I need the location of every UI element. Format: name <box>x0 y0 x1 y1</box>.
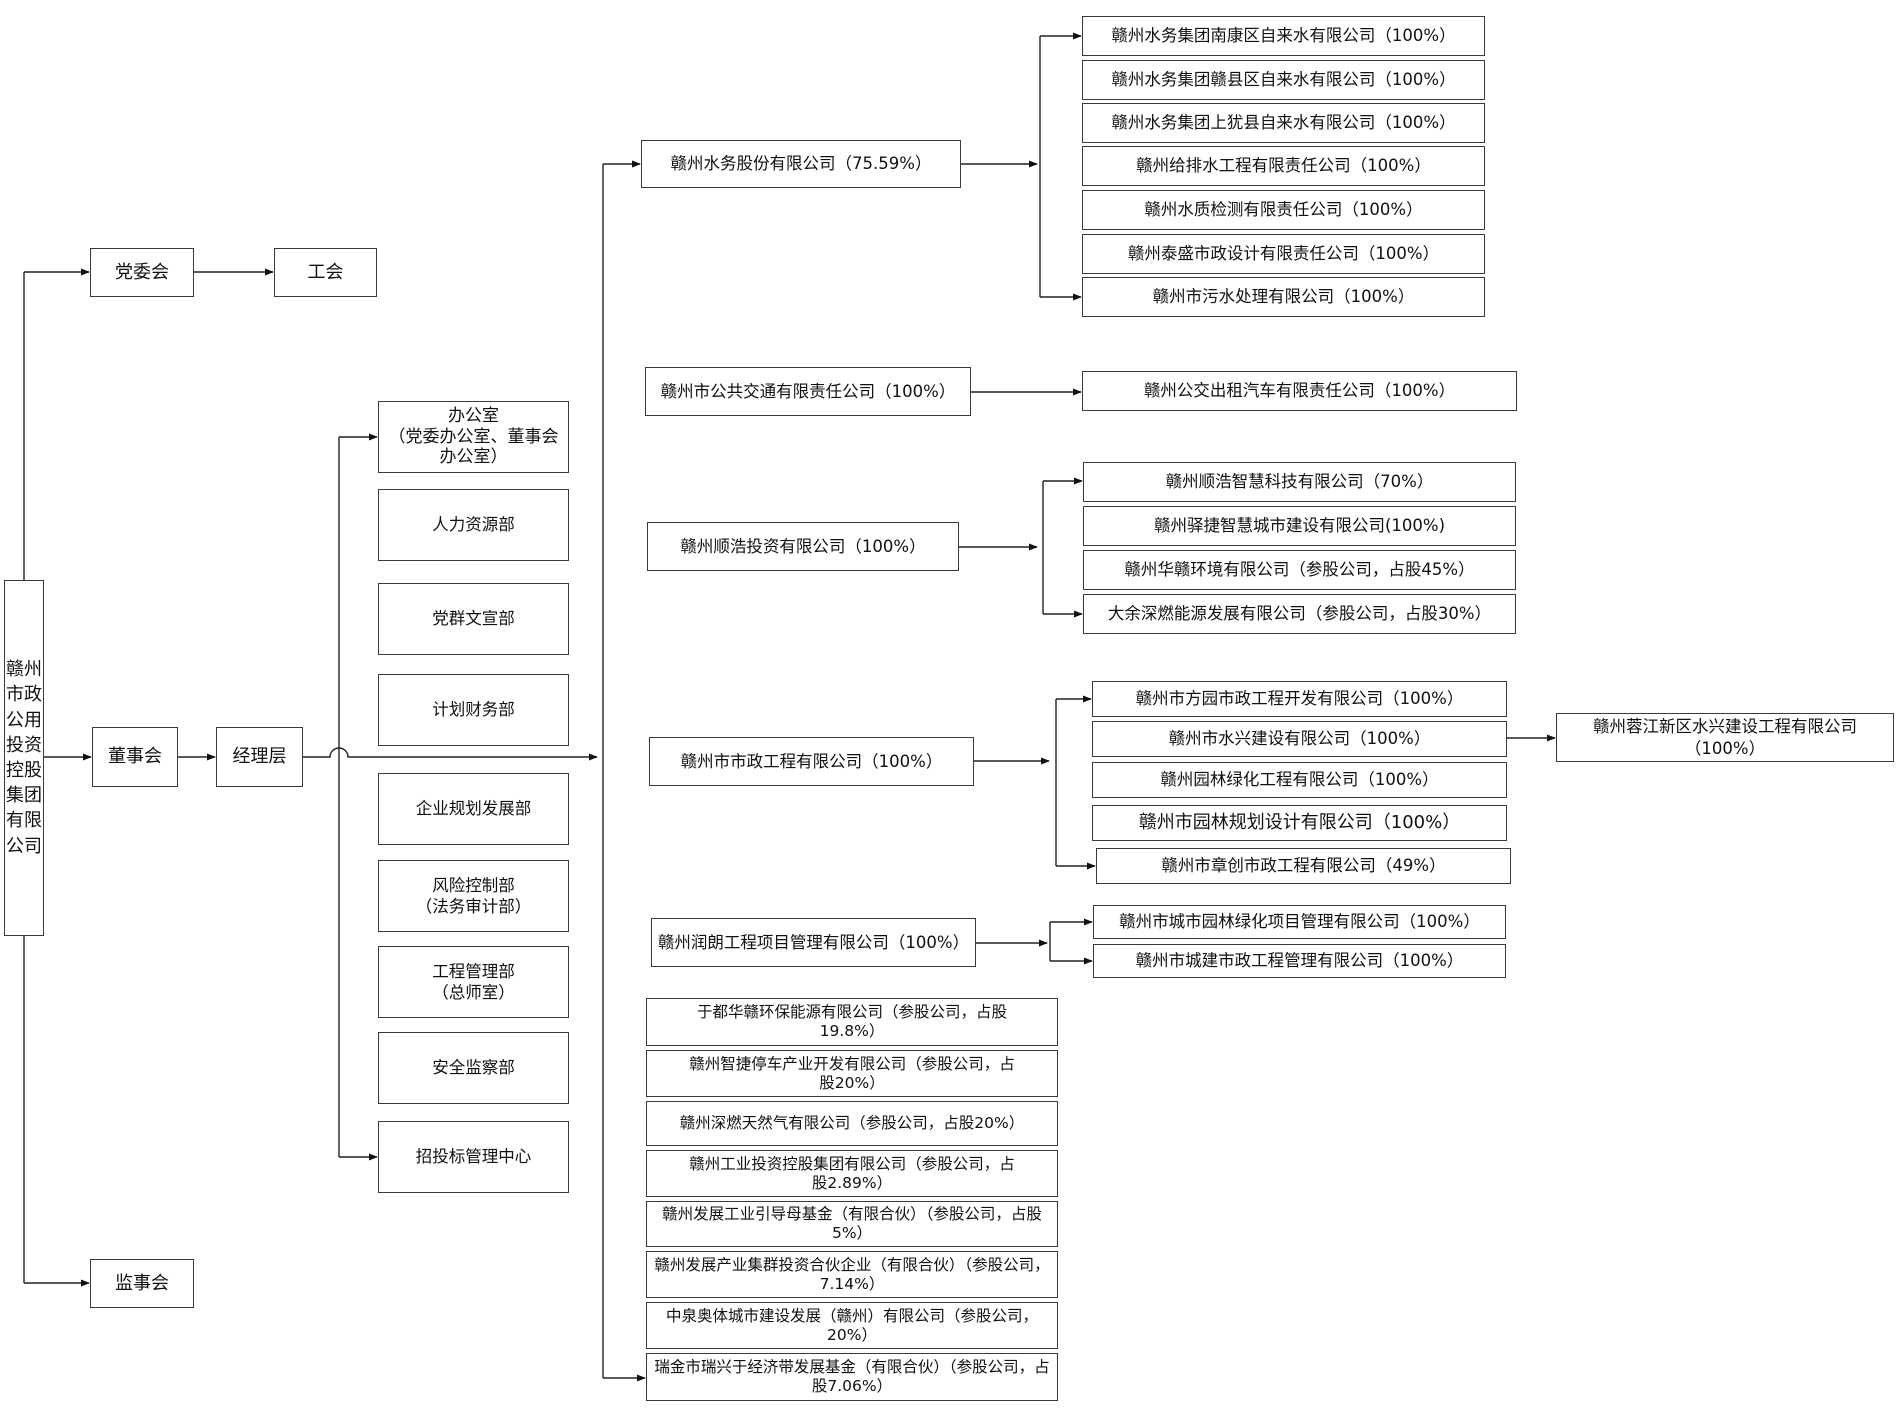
dept-hr-box: 人力资源部 <box>378 489 569 561</box>
shunhao-sub-box: 赣州华赣环境有限公司（参股公司，占股45%） <box>1083 550 1516 590</box>
union-box: 工会 <box>274 248 377 297</box>
supervisors-box: 监事会 <box>90 1259 194 1308</box>
stake-company-box: 赣州发展产业集群投资合伙企业（有限合伙）（参股公司，7.14%） <box>646 1251 1058 1298</box>
water-sub-box: 赣州水质检测有限责任公司（100%） <box>1082 190 1485 230</box>
dept-planning-box: 企业规划发展部 <box>378 773 569 845</box>
water-sub-box: 赣州给排水工程有限责任公司（100%） <box>1082 146 1485 186</box>
stake-company-box: 瑞金市瑞兴于经济带发展基金（有限合伙）（参股公司，占股7.06%） <box>646 1353 1058 1401</box>
runlang-company-box: 赣州润朗工程项目管理有限公司（100%） <box>651 918 976 967</box>
dept-safety-box: 安全监察部 <box>378 1032 569 1104</box>
dept-office-box: 办公室 （党委办公室、董事会办公室） <box>378 401 569 473</box>
runlang-sub-box: 赣州市城市园林绿化项目管理有限公司（100%） <box>1093 905 1506 939</box>
municipal-company-box: 赣州市市政工程有限公司（100%） <box>649 737 974 786</box>
stake-company-box: 赣州深燃天然气有限公司（参股公司，占股20%） <box>646 1101 1058 1146</box>
water-sub-box: 赣州水务集团上犹县自来水有限公司（100%） <box>1082 103 1485 143</box>
shunhao-sub-box: 赣州顺浩智慧科技有限公司（70%） <box>1083 462 1516 502</box>
stake-company-box: 赣州发展工业引导母基金（有限合伙）（参股公司，占股5%） <box>646 1201 1058 1247</box>
water-sub-box: 赣州水务集团赣县区自来水有限公司（100%） <box>1082 60 1485 100</box>
management-box: 经理层 <box>216 727 303 787</box>
water-sub-box: 赣州泰盛市政设计有限责任公司（100%） <box>1082 234 1485 274</box>
shunhao-sub-box: 赣州驿捷智慧城市建设有限公司(100%) <box>1083 506 1516 546</box>
municipal-sub-box: 赣州园林绿化工程有限公司（100%） <box>1092 762 1507 798</box>
board-box: 董事会 <box>92 727 178 787</box>
stake-company-box: 赣州智捷停车产业开发有限公司（参股公司，占股20%） <box>646 1050 1058 1097</box>
grandchild-company-box: 赣州蓉江新区水兴建设工程有限公司（100%） <box>1556 713 1894 762</box>
dept-risk-box: 风险控制部 （法务审计部） <box>378 860 569 932</box>
bus-sub-box: 赣州公交出租汽车有限责任公司（100%） <box>1082 371 1517 411</box>
dept-engineering-box: 工程管理部 （总师室） <box>378 946 569 1018</box>
water-sub-box: 赣州水务集团南康区自来水有限公司（100%） <box>1082 16 1485 56</box>
dept-bidding-box: 招投标管理中心 <box>378 1121 569 1193</box>
water-sub-box: 赣州市污水处理有限公司（100%） <box>1082 277 1485 317</box>
municipal-sub-box: 赣州市水兴建设有限公司（100%） <box>1092 721 1507 757</box>
bus-company-box: 赣州市公共交通有限责任公司（100%） <box>645 367 971 416</box>
municipal-sub-box: 赣州市章创市政工程有限公司（49%） <box>1096 848 1511 884</box>
stake-company-box: 中泉奥体城市建设发展（赣州）有限公司（参股公司，20%） <box>646 1302 1058 1349</box>
shunhao-company-box: 赣州顺浩投资有限公司（100%） <box>647 522 959 571</box>
water-company-box: 赣州水务股份有限公司（75.59%） <box>641 140 961 188</box>
dept-party-culture-box: 党群文宣部 <box>378 583 569 655</box>
root-company-box: 赣州市政公用投资控股集团有限公司 <box>4 580 44 936</box>
stake-company-box: 赣州工业投资控股集团有限公司（参股公司，占股2.89%） <box>646 1150 1058 1197</box>
party-committee-box: 党委会 <box>90 248 194 297</box>
stake-company-box: 于都华赣环保能源有限公司（参股公司，占股19.8%） <box>646 998 1058 1046</box>
arrow-to-subsidiaries <box>303 747 598 761</box>
municipal-sub-box: 赣州市方园市政工程开发有限公司（100%） <box>1092 681 1507 717</box>
municipal-sub-box: 赣州市园林规划设计有限公司（100%） <box>1092 805 1507 841</box>
runlang-sub-box: 赣州市城建市政工程管理有限公司（100%） <box>1093 944 1506 978</box>
dept-finance-box: 计划财务部 <box>378 674 569 746</box>
shunhao-sub-box: 大余深燃能源发展有限公司（参股公司，占股30%） <box>1083 594 1516 634</box>
